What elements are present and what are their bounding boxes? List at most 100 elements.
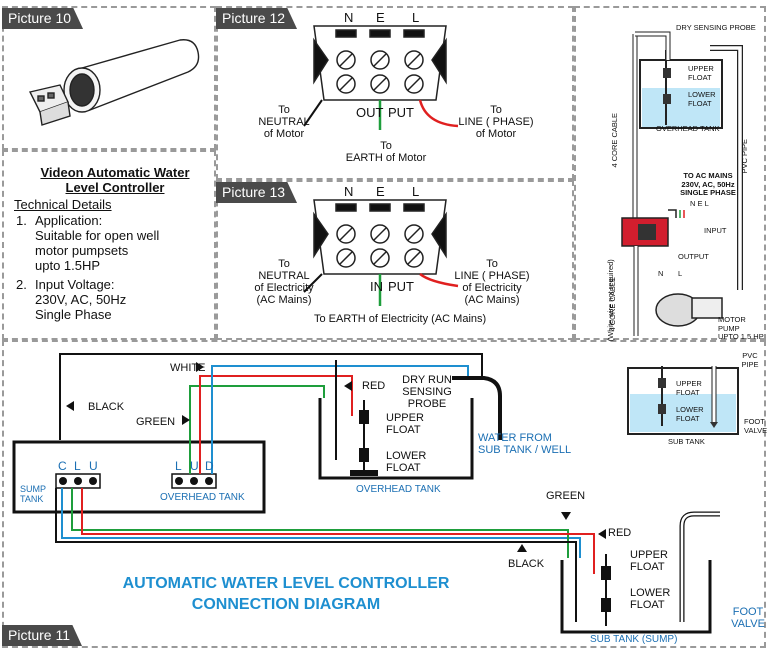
panel-picture12 xyxy=(216,6,574,180)
sump-upper-float-label: UPPER FLOAT xyxy=(630,549,668,573)
diagram-title-line1: AUTOMATIC WATER LEVEL CONTROLLER xyxy=(122,575,450,592)
text-line: SUMP xyxy=(20,484,47,494)
output-out-label: OUT xyxy=(356,105,384,120)
text-line: PIPE xyxy=(741,359,759,369)
text-line: LINE ( PHASE) xyxy=(458,116,534,128)
to-neutral-of-motor: To NEUTRAL of Motor xyxy=(252,104,316,140)
red-wire-label-2: RED xyxy=(608,527,632,539)
text-line: NEUTRAL xyxy=(258,270,310,282)
text-line: To xyxy=(486,258,498,270)
detail-item1-line: motor pumpsets xyxy=(35,243,129,258)
detail-item1-line: Suitable for open well xyxy=(35,228,160,243)
to-earth-of-motor: To EARTH of Motor xyxy=(336,140,436,164)
tab-picture13: Picture 13 xyxy=(216,182,298,203)
terminal-label-l: L xyxy=(412,184,420,199)
sub-tank-sump-label: SUB TANK (SUMP) xyxy=(590,634,678,645)
input-label: INPUT xyxy=(704,226,727,235)
overview-overhead-tank: OVERHEAD TANK xyxy=(656,124,720,133)
panel-picture11 xyxy=(2,340,766,648)
green-wire-label-2: GREEN xyxy=(546,490,586,502)
wiring-diagram xyxy=(12,353,720,634)
tech-details-heading: Technical Details xyxy=(14,197,112,212)
right-terminal-d: D xyxy=(205,459,214,473)
text-line: FOOT xyxy=(744,417,765,426)
text-line: FLOAT xyxy=(386,462,421,474)
detail-item1-line: upto 1.5HP xyxy=(35,258,101,273)
text-line: LOWER xyxy=(630,587,671,599)
dry-sensing-probe-label: DRY SENSING PROBE xyxy=(676,23,756,32)
output-terminal-block xyxy=(303,25,459,130)
white-wire-note: (White wire not required) xyxy=(605,259,615,342)
text-line: of Motor xyxy=(263,128,305,140)
left-terminal-u: U xyxy=(89,459,98,473)
text-line: LOWER xyxy=(386,450,427,462)
text-line: FLOAT xyxy=(688,72,712,82)
overhead-upper-float: UPPER FLOAT xyxy=(688,64,714,82)
text-line: SINGLE PHASE xyxy=(680,188,736,197)
text-line: LOWER xyxy=(676,405,704,414)
four-core-cable-label: 4 CORE CABLE xyxy=(610,112,620,168)
detail-item2: Input Voltage: 230V, AC, 50Hz Single Pha… xyxy=(35,277,126,322)
overhead-tank-terminal-label: OVERHEAD TANK xyxy=(160,492,245,503)
n-wire-label: N xyxy=(658,269,664,278)
panel-picture10 xyxy=(2,6,216,150)
detail-item2-number: 2. xyxy=(16,277,27,292)
black-wire-label: BLACK xyxy=(88,401,125,413)
sump-tank-terminal-label: SUMP TANK xyxy=(20,484,46,504)
tab-picture12: Picture 12 xyxy=(216,8,298,29)
text-line: To xyxy=(278,258,290,270)
text-line: UPPER xyxy=(676,379,702,388)
panel-overview xyxy=(574,6,766,340)
input-put-label: PUT xyxy=(388,279,414,294)
text-line: To xyxy=(278,104,290,116)
text-line: VALVE xyxy=(731,618,765,630)
foot-valve-label: FOOT VALVE xyxy=(744,417,767,435)
to-ac-mains: TO AC MAINS 230V, AC, 50Hz SINGLE PHASE xyxy=(668,171,748,198)
text-line: EARTH of Motor xyxy=(345,152,427,164)
black-wire-label-2: BLACK xyxy=(508,558,545,570)
detail-item1-line: Application: xyxy=(35,213,103,228)
terminal-label-e: E xyxy=(376,184,385,199)
text-line: LOWER xyxy=(688,90,716,99)
text-line: of Motor xyxy=(475,128,517,140)
text-line: PVC xyxy=(742,351,758,360)
terminal-label-n: N xyxy=(344,184,354,199)
left-terminal-c: C xyxy=(58,459,67,473)
sump-lower-float-label: LOWER FLOAT xyxy=(630,587,670,611)
tab-picture10: Picture 10 xyxy=(2,8,84,29)
text-line: of Electricity xyxy=(254,282,314,294)
detail-item2-line: Single Phase xyxy=(35,307,112,322)
text-line: FLOAT xyxy=(386,424,421,436)
right-terminal-l: L xyxy=(175,459,182,473)
text-line: SUB TANK / WELL xyxy=(478,444,572,456)
terminal-label-n: N xyxy=(344,10,354,25)
text-line: To xyxy=(490,104,502,116)
overhead-lower-float: LOWER FLOAT xyxy=(688,90,716,108)
text-line: UPTO 1.5 HP xyxy=(718,332,764,341)
detail-item1-number: 1. xyxy=(16,213,27,228)
to-line-of-electricity: To LINE ( PHASE) of Electricity (AC Main… xyxy=(450,258,534,306)
detail-item2-line: Input Voltage: xyxy=(35,277,115,292)
text-line: NEUTRAL xyxy=(258,116,310,128)
white-wire-label: WHITE xyxy=(170,362,206,374)
output-put-label: PUT xyxy=(388,105,414,120)
terminal-label-l: L xyxy=(412,10,420,25)
overview-sub-tank: SUB TANK xyxy=(668,437,705,446)
text-line: FOOT xyxy=(732,606,764,618)
text-line: 230V, AC, 50Hz xyxy=(681,179,735,189)
panel-picture13 xyxy=(216,180,574,340)
to-neutral-of-electricity: To NEUTRAL of Electricity (AC Mains) xyxy=(244,258,324,306)
diagram-title-line2: CONNECTION DIAGRAM xyxy=(191,596,381,613)
nel-label: N E L xyxy=(690,199,709,208)
input-in-label: IN xyxy=(370,279,383,294)
text-line: TANK xyxy=(20,494,44,504)
l-wire-label: L xyxy=(678,269,683,278)
details-title-line2: Level Controller xyxy=(65,180,165,195)
dry-run-probe-label: DRY RUN SENSING PROBE xyxy=(400,374,454,410)
green-wire-label: GREEN xyxy=(136,416,176,428)
text-line: (AC Mains) xyxy=(464,294,520,306)
text-line: UPPER xyxy=(688,64,714,73)
detail-item2-line: 230V, AC, 50Hz xyxy=(35,292,127,307)
pvc-pipe-label: PVC PIPE xyxy=(740,138,750,174)
